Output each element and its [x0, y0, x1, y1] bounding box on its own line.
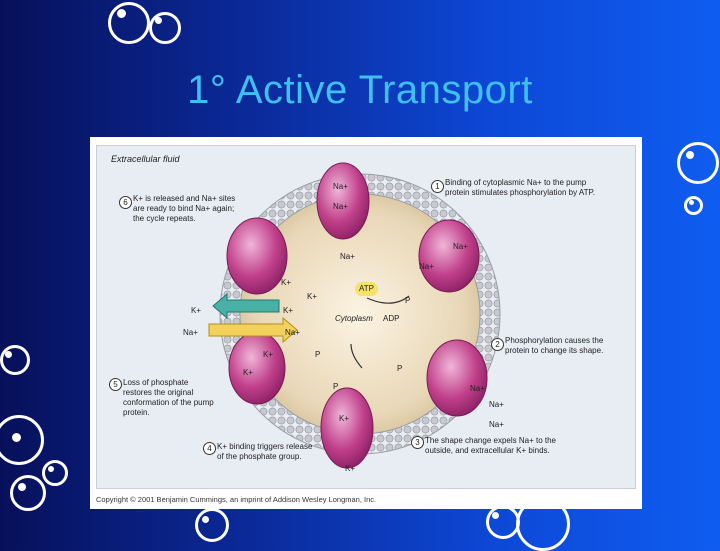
- phosphate: P: [405, 296, 411, 305]
- k-ion: K+: [281, 278, 292, 287]
- step-4-text: K+ binding triggers release of the phosp…: [217, 442, 313, 461]
- atp-to-adp-arrow: [366, 295, 410, 304]
- decorative-bubble: [10, 475, 46, 511]
- decorative-bubble: [108, 2, 150, 44]
- decorative-bubble-dot: [155, 17, 162, 24]
- na-ion: Na+: [183, 328, 198, 337]
- decorative-bubble: [0, 345, 30, 375]
- decorative-bubble: [195, 508, 229, 542]
- k-ion: K+: [307, 292, 318, 301]
- decorative-bubble-dot: [686, 151, 694, 159]
- step-3-text: The shape change expels Na+ to the outsi…: [425, 436, 556, 455]
- na-ion: Na+: [470, 384, 485, 393]
- step-number: 3: [411, 436, 424, 449]
- copyright-notice: Copyright © 2001 Benjamin Cummings, an i…: [96, 495, 377, 504]
- na-ion: Na+: [333, 202, 348, 211]
- decorative-bubble-dot: [5, 351, 12, 358]
- k-ion: K+: [243, 368, 254, 377]
- atp-label: ATP: [355, 282, 378, 296]
- phosphate-release-arrow: [350, 343, 363, 369]
- pump-protein: [316, 162, 370, 240]
- decorative-bubble-dot: [48, 466, 54, 472]
- step-1-text: Binding of cytoplasmic Na+ to the pump p…: [445, 178, 596, 197]
- na-ion: Na+: [285, 328, 300, 337]
- step-number: 1: [431, 180, 444, 193]
- decorative-bubble-dot: [12, 433, 21, 442]
- decorative-bubble: [684, 196, 703, 215]
- k-transport-arrow: [212, 292, 280, 320]
- k-ion: K+: [339, 414, 350, 423]
- slide-title: 1° Active Transport: [187, 68, 533, 112]
- step-5-text: Loss of phosphate restores the original …: [123, 378, 214, 417]
- decorative-bubble-dot: [18, 483, 26, 491]
- pump-cycle-diagram: [208, 162, 501, 469]
- na-ion: Na+: [489, 420, 504, 429]
- step-number: 2: [491, 338, 504, 351]
- decorative-bubble-dot: [689, 200, 694, 205]
- decorative-bubble-dot: [117, 9, 126, 18]
- pump-protein: [426, 339, 488, 417]
- step-number: 5: [109, 378, 122, 391]
- step-number: 4: [203, 442, 216, 455]
- adp-label: ADP: [383, 314, 400, 323]
- figure-panel: Extracellular fluid: [96, 145, 636, 489]
- k-ion: K+: [345, 464, 356, 473]
- pump-protein: [320, 387, 374, 469]
- decorative-bubble-dot: [492, 512, 499, 519]
- step-6-text: K+ is released and Na+ sites are ready t…: [133, 194, 236, 223]
- cytoplasm-label: Cytoplasm: [335, 314, 373, 323]
- na-ion: Na+: [419, 262, 434, 271]
- k-ion: K+: [283, 306, 294, 315]
- decorative-bubble: [677, 142, 719, 184]
- na-ion: Na+: [340, 252, 355, 261]
- na-transport-arrow: [208, 316, 298, 344]
- phosphate: P: [333, 382, 339, 391]
- pump-protein: [418, 219, 480, 293]
- pump-protein: [226, 217, 288, 295]
- phosphate: P: [315, 350, 321, 359]
- k-ion: K+: [191, 306, 202, 315]
- na-ion: Na+: [489, 400, 504, 409]
- decorative-bubble-dot: [202, 516, 209, 523]
- decorative-bubble: [149, 12, 181, 44]
- phosphate: P: [397, 364, 403, 373]
- na-ion: Na+: [333, 182, 348, 191]
- na-ion: Na+: [453, 242, 468, 251]
- decorative-bubble: [0, 415, 44, 465]
- decorative-bubble: [42, 460, 68, 486]
- step-2-text: Phosphorylation causes the protein to ch…: [505, 336, 604, 355]
- sodium-potassium-pump-figure: Extracellular fluid: [90, 137, 642, 509]
- k-ion: K+: [263, 350, 274, 359]
- extracellular-fluid-label: Extracellular fluid: [111, 154, 180, 164]
- pump-protein: [228, 331, 286, 405]
- decorative-bubble: [486, 505, 520, 539]
- step-number: 6: [119, 196, 132, 209]
